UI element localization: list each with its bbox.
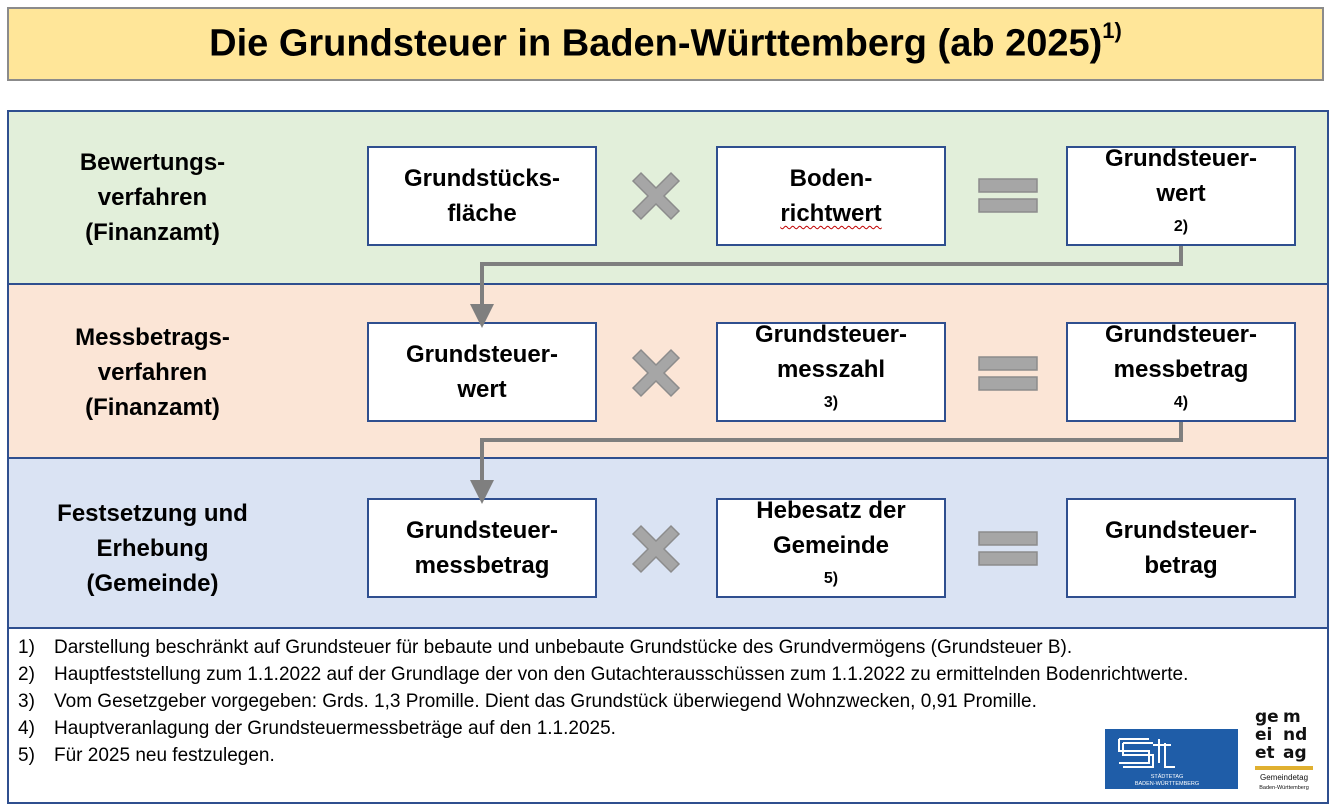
- box-grundsteuermessbetrag: Grundsteuer-messbetrag: [367, 498, 597, 598]
- box-grundsteuerwert: Grundsteuer-wert: [367, 322, 597, 422]
- footnote-1: 1)Darstellung beschränkt auf Grundsteuer…: [18, 637, 1073, 658]
- svg-text:Gemeindetag: Gemeindetag: [1260, 773, 1308, 782]
- row-label-messbetrag: Messbetrags-verfahren(Finanzamt): [75, 324, 230, 421]
- footnote-4: 4)Hauptveranlagung der Grundsteuermessbe…: [18, 718, 616, 739]
- staedtetag-logo: STÄDTETAG BADEN-WÜRTTEMBERG: [1105, 729, 1238, 789]
- diagram-title: Die Grundsteuer in Baden-Württemberg (ab…: [209, 18, 1122, 65]
- row-label-bewertung: Bewertungs-verfahren(Finanzamt): [79, 149, 226, 246]
- footnote-3: 3)Vom Gesetzgeber vorgegeben: Grds. 1,3 …: [18, 691, 1037, 712]
- box-bodenrichtwert: Boden-richtwert: [716, 146, 946, 246]
- svg-text:nd: nd: [1283, 725, 1307, 745]
- arrow-row2-to-row3: [470, 422, 1183, 504]
- footnote-2: 2)Hauptfeststellung zum 1.1.2022 auf der…: [18, 664, 1189, 685]
- arrow-row1-to-row2: [470, 246, 1183, 328]
- svg-text:Baden-Württemberg: Baden-Württemberg: [1259, 785, 1309, 791]
- title-bar: Die Grundsteuer in Baden-Württemberg (ab…: [7, 7, 1324, 81]
- svg-text:m: m: [1283, 707, 1301, 727]
- multiply-icon: [631, 524, 681, 574]
- box-grundstuecksflaeche: Grundstücks-fläche: [367, 146, 597, 246]
- multiply-icon: [631, 171, 681, 221]
- svg-text:et: et: [1255, 743, 1275, 763]
- title-footnote-ref: 1): [1102, 18, 1122, 44]
- svg-text:BADEN-WÜRTTEMBERG: BADEN-WÜRTTEMBERG: [1135, 780, 1199, 787]
- footnote-5: 5)Für 2025 neu festzulegen.: [18, 745, 275, 766]
- svg-text:ag: ag: [1283, 743, 1307, 763]
- multiply-icon: [631, 348, 681, 398]
- box-grundsteuerbetrag: Grundsteuer-betrag: [1066, 498, 1296, 598]
- footnotes: 1)Darstellung beschränkt auf Grundsteuer…: [18, 634, 1318, 769]
- svg-text:ei: ei: [1255, 725, 1272, 745]
- svg-text:ge: ge: [1255, 707, 1279, 727]
- diagram-frame: [7, 110, 1329, 804]
- staedtetag-logo-mark: STÄDTETAG BADEN-WÜRTTEMBERG: [1118, 738, 1199, 787]
- equals-icon: [978, 356, 1038, 391]
- svg-text:STÄDTETAG: STÄDTETAG: [1151, 773, 1184, 780]
- equals-icon: [978, 531, 1038, 566]
- equals-icon: [978, 178, 1038, 213]
